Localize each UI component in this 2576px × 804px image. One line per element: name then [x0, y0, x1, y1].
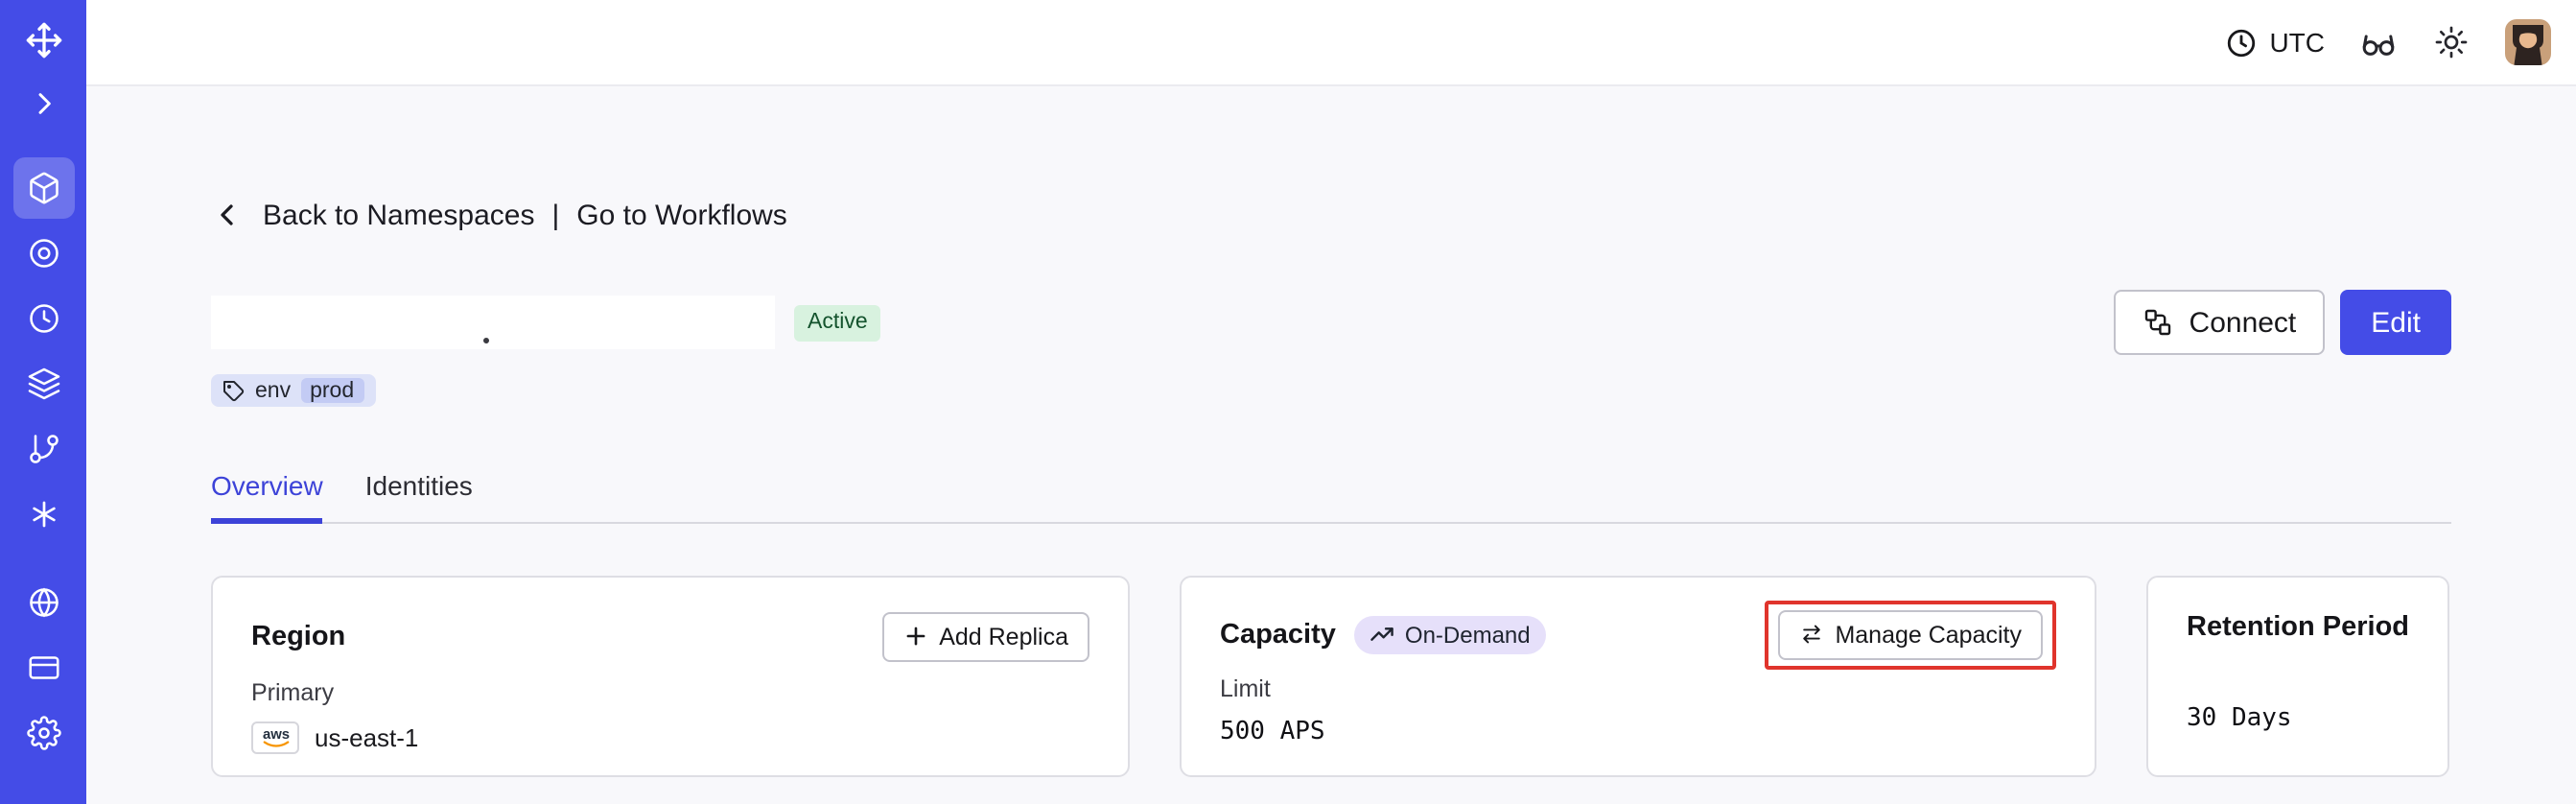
gear-icon	[26, 716, 60, 750]
summary-cards: Region Add Replica Primary aws	[211, 575, 2451, 776]
globe-icon	[29, 587, 58, 618]
region-card: Region Add Replica Primary aws	[211, 575, 1130, 776]
temporal-logo[interactable]	[24, 21, 62, 59]
sidebar-item-namespaces[interactable]	[12, 157, 74, 219]
manage-capacity-button[interactable]: Manage Capacity	[1777, 609, 2043, 659]
asterisk-icon	[32, 501, 55, 528]
transfer-arrows-icon	[1802, 625, 1820, 644]
sidebar-item-usage[interactable]	[12, 572, 74, 633]
sidebar	[0, 0, 86, 804]
annotation-highlight-box: Manage Capacity	[1764, 600, 2056, 669]
tag-key: env	[255, 379, 292, 402]
layers-icon	[27, 367, 59, 400]
namespace-header: Active Connect Edit	[211, 290, 2451, 355]
timezone-label: UTC	[2269, 27, 2325, 58]
primary-label: Primary	[251, 678, 335, 705]
main-content: Back to Namespaces | Go to Workflows Act…	[86, 86, 2576, 804]
connect-button[interactable]: Connect	[2114, 290, 2326, 355]
git-branch-icon	[29, 435, 58, 463]
retention-card-title: Retention Period	[2187, 611, 2410, 642]
add-replica-button[interactable]: Add Replica	[881, 611, 1089, 661]
status-badge: Active	[794, 304, 881, 341]
workflows-icon	[29, 239, 58, 268]
tab-identities[interactable]: Identities	[364, 469, 473, 500]
retention-card: Retention Period 30 Days	[2146, 575, 2449, 776]
light-mode-icon[interactable]	[2432, 23, 2471, 61]
sidebar-item-help[interactable]	[12, 791, 74, 804]
namespaces-icon	[29, 172, 58, 204]
capacity-card: Capacity On-Demand	[1180, 575, 2096, 776]
retention-value: 30 Days	[2187, 703, 2292, 732]
aws-logo: aws	[251, 721, 299, 753]
capacity-card-title: Capacity	[1220, 619, 1336, 650]
tag-icon	[223, 380, 245, 401]
limit-label: Limit	[1220, 674, 1271, 701]
sidebar-item-deployments[interactable]	[12, 418, 74, 480]
user-avatar[interactable]	[2505, 19, 2551, 65]
region-value: us-east-1	[315, 722, 419, 751]
aws-logo-text: aws	[262, 727, 289, 743]
redaction-artifact	[483, 338, 489, 343]
sidebar-nav-primary	[12, 157, 74, 549]
clock-icon	[2228, 28, 2256, 57]
sidebar-item-schedules[interactable]	[12, 288, 74, 349]
on-demand-badge: On-Demand	[1354, 615, 1546, 653]
tab-overview[interactable]: Overview	[211, 469, 323, 523]
sidebar-item-task-queues[interactable]	[12, 353, 74, 414]
connect-button-label: Connect	[2189, 306, 2297, 339]
sidebar-nav-secondary	[12, 572, 74, 804]
tag-value: prod	[300, 378, 364, 403]
sidebar-item-billing[interactable]	[12, 637, 74, 698]
plus-icon	[905, 627, 925, 646]
back-to-namespaces-link[interactable]: Back to Namespaces	[263, 199, 535, 231]
capacity-value: 500 APS	[1220, 717, 1325, 745]
temporal-logo-icon	[25, 22, 61, 59]
breadcrumb-separator: |	[551, 199, 560, 231]
namespace-name-redaction	[211, 296, 775, 349]
billing-card-icon	[28, 656, 59, 679]
breadcrumb: Back to Namespaces | Go to Workflows	[211, 198, 2451, 232]
timezone-selector[interactable]: UTC	[2225, 26, 2325, 59]
glasses-icon[interactable]	[2359, 23, 2398, 61]
region-card-title: Region	[251, 621, 346, 651]
go-to-workflows-link[interactable]: Go to Workflows	[576, 199, 787, 231]
trending-up-icon	[1371, 627, 1394, 641]
env-tag-chip: env prod	[211, 374, 376, 407]
on-demand-label: On-Demand	[1404, 621, 1531, 648]
add-replica-label: Add Replica	[939, 623, 1068, 650]
manage-capacity-label: Manage Capacity	[1835, 621, 2022, 648]
tab-bar: Overview Identities	[211, 469, 2451, 523]
back-chevron-icon[interactable]	[211, 198, 246, 232]
sidebar-item-nexus[interactable]	[12, 484, 74, 545]
sidebar-item-workflows[interactable]	[12, 223, 74, 284]
schedules-icon	[29, 304, 58, 333]
edit-button-label: Edit	[2371, 306, 2421, 339]
sidebar-item-settings[interactable]	[12, 702, 74, 764]
connect-icon	[2145, 309, 2171, 336]
edit-button[interactable]: Edit	[2340, 290, 2451, 355]
topbar: UTC	[86, 0, 2576, 86]
sidebar-expand-chevron-icon[interactable]	[28, 88, 59, 119]
